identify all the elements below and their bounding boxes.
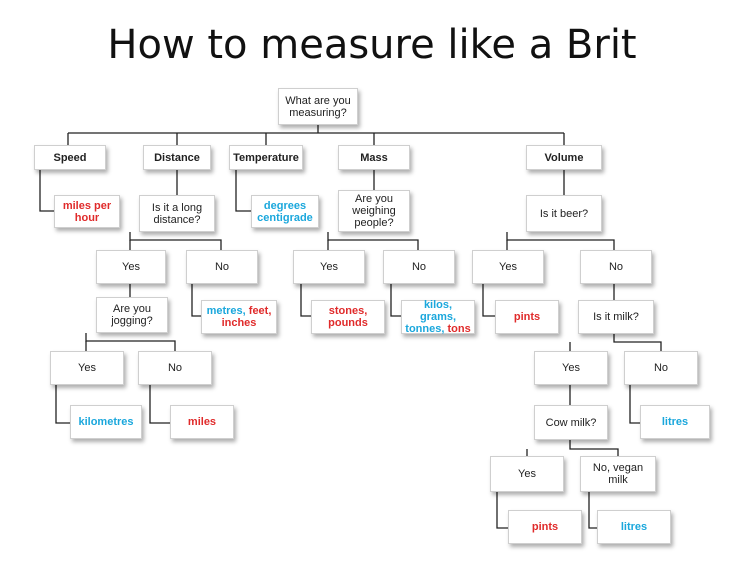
question-long-distance-text: Is it a long distance? — [151, 201, 203, 226]
question-jogging-text: Are you jogging? — [111, 303, 153, 327]
mass-yes-box: Yes — [293, 250, 365, 284]
category-distance-label: Distance — [154, 151, 200, 164]
answer-miles: miles — [187, 416, 217, 428]
milk-no-box: No — [624, 351, 698, 385]
answer-miles-per-hour-box: miles per hour — [54, 195, 120, 228]
answer-pints-beer: pints — [513, 311, 541, 323]
distance-no-box: No — [186, 250, 258, 284]
page-title: How to measure like a Brit — [107, 22, 637, 68]
answer-pints-milk: pints — [531, 521, 559, 533]
category-volume-label: Volume — [544, 151, 584, 164]
beer-no-box: No — [580, 250, 652, 284]
category-speed-box: Speed — [34, 145, 106, 170]
jogging-no-label: No — [167, 362, 183, 374]
answer-litres-vegan-box: litres — [597, 510, 671, 544]
cow-yes-label: Yes — [518, 468, 536, 480]
question-long-distance-box: Is it a long distance? — [139, 195, 215, 232]
answer-litres-vegan: litres — [620, 521, 648, 533]
beer-no-label: No — [608, 261, 624, 273]
answer-metres-feet-inches: metres, feet, inches — [206, 305, 272, 329]
question-cow-milk-box: Cow milk? — [534, 405, 608, 440]
question-is-beer-text: Is it beer? — [539, 207, 589, 220]
cow-yes-box: Yes — [490, 456, 564, 492]
distance-yes-label: Yes — [122, 261, 140, 273]
category-distance-box: Distance — [143, 145, 211, 170]
question-cow-milk-text: Cow milk? — [545, 416, 597, 429]
answer-miles-per-hour: miles per hour — [62, 199, 112, 224]
answer-litres-not-milk: litres — [661, 416, 689, 428]
mass-no-label: No — [411, 261, 427, 273]
question-weighing-people-text: Are you weighing people? — [352, 193, 396, 229]
category-mass-label: Mass — [360, 151, 388, 164]
milk-no-label: No — [653, 362, 669, 374]
answer-litres-not-milk-box: litres — [640, 405, 710, 439]
question-is-milk-text: Is it milk? — [593, 311, 639, 323]
cow-no-vegan-label: No, vegan milk — [592, 462, 644, 486]
category-speed-label: Speed — [53, 151, 87, 164]
jogging-yes-box: Yes — [50, 351, 124, 385]
answer-stones-pounds: stones, pounds — [328, 305, 368, 329]
mass-no-box: No — [383, 250, 455, 284]
answer-kilos-grams-tonnes: kilos, grams, tonnes, tons — [405, 299, 471, 335]
jogging-no-box: No — [138, 351, 212, 385]
question-weighing-people-box: Are you weighing people? — [338, 190, 410, 232]
milk-yes-box: Yes — [534, 351, 608, 385]
answer-pints-milk-box: pints — [508, 510, 582, 544]
category-volume-box: Volume — [526, 145, 602, 170]
question-is-milk-box: Is it milk? — [578, 300, 654, 334]
root-question-text: What are you measuring? — [285, 94, 351, 119]
category-mass-box: Mass — [338, 145, 410, 170]
answer-metres-feet-inches-box: metres, feet, inches — [201, 300, 277, 334]
question-is-beer-box: Is it beer? — [526, 195, 602, 232]
root-question-box: What are you measuring? — [278, 88, 358, 125]
beer-yes-label: Yes — [499, 261, 517, 273]
cow-no-vegan-box: No, vegan milk — [580, 456, 656, 492]
mass-yes-label: Yes — [320, 261, 338, 273]
beer-yes-box: Yes — [472, 250, 544, 284]
answer-degrees-centigrade: degrees centigrade — [257, 199, 313, 224]
jogging-yes-label: Yes — [78, 362, 96, 374]
answer-kilos-grams-tonnes-box: kilos, grams, tonnes, tons — [401, 299, 475, 335]
answer-kilometres-box: kilometres — [70, 405, 142, 439]
milk-yes-label: Yes — [562, 362, 580, 374]
category-temperature-label: Temperature — [233, 151, 299, 164]
answer-kilometres: kilometres — [78, 416, 134, 428]
question-jogging-box: Are you jogging? — [96, 297, 168, 333]
distance-yes-box: Yes — [96, 250, 166, 284]
answer-pints-beer-box: pints — [495, 300, 559, 334]
answer-miles-box: miles — [170, 405, 234, 439]
answer-degrees-centigrade-box: degrees centigrade — [251, 195, 319, 228]
category-temperature-box: Temperature — [229, 145, 303, 170]
answer-stones-pounds-box: stones, pounds — [311, 300, 385, 334]
distance-no-label: No — [214, 261, 230, 273]
